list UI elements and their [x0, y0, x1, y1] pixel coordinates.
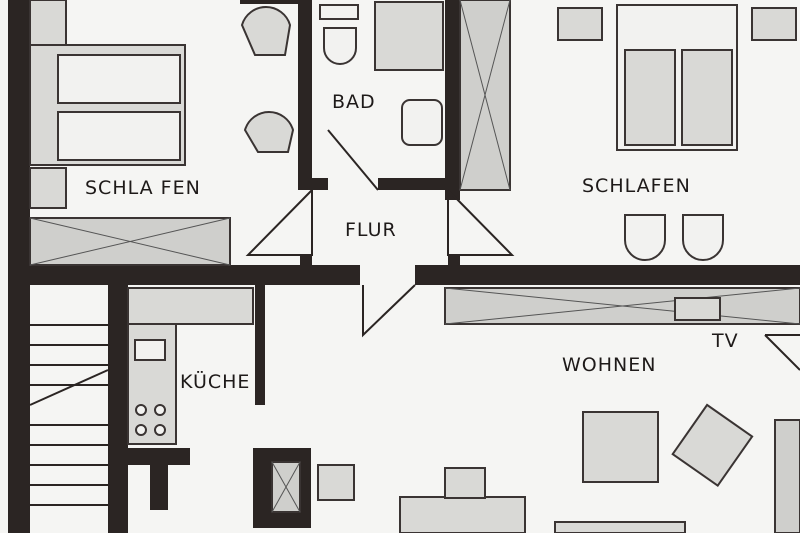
living-furniture [271, 287, 800, 533]
bedroom-right-furniture [557, 4, 797, 261]
room-label-hallway: FLUR [345, 219, 397, 241]
kitchen-fixtures [127, 287, 254, 445]
door-swings [245, 129, 515, 338]
room-label-bedroom-left: SCHLA FEN [85, 177, 201, 199]
room-label-kitchen: KÜCHE [180, 370, 250, 393]
room-label-bedroom-right: SCHLAFEN [582, 175, 691, 197]
staircase [29, 324, 109, 506]
room-label-bathroom: BAD [332, 91, 376, 113]
bedroom-left-furniture [29, 0, 295, 266]
tv-label: TV [711, 330, 739, 352]
bathroom-fixtures [319, 0, 511, 191]
room-label-living: WOHNEN [562, 354, 656, 376]
